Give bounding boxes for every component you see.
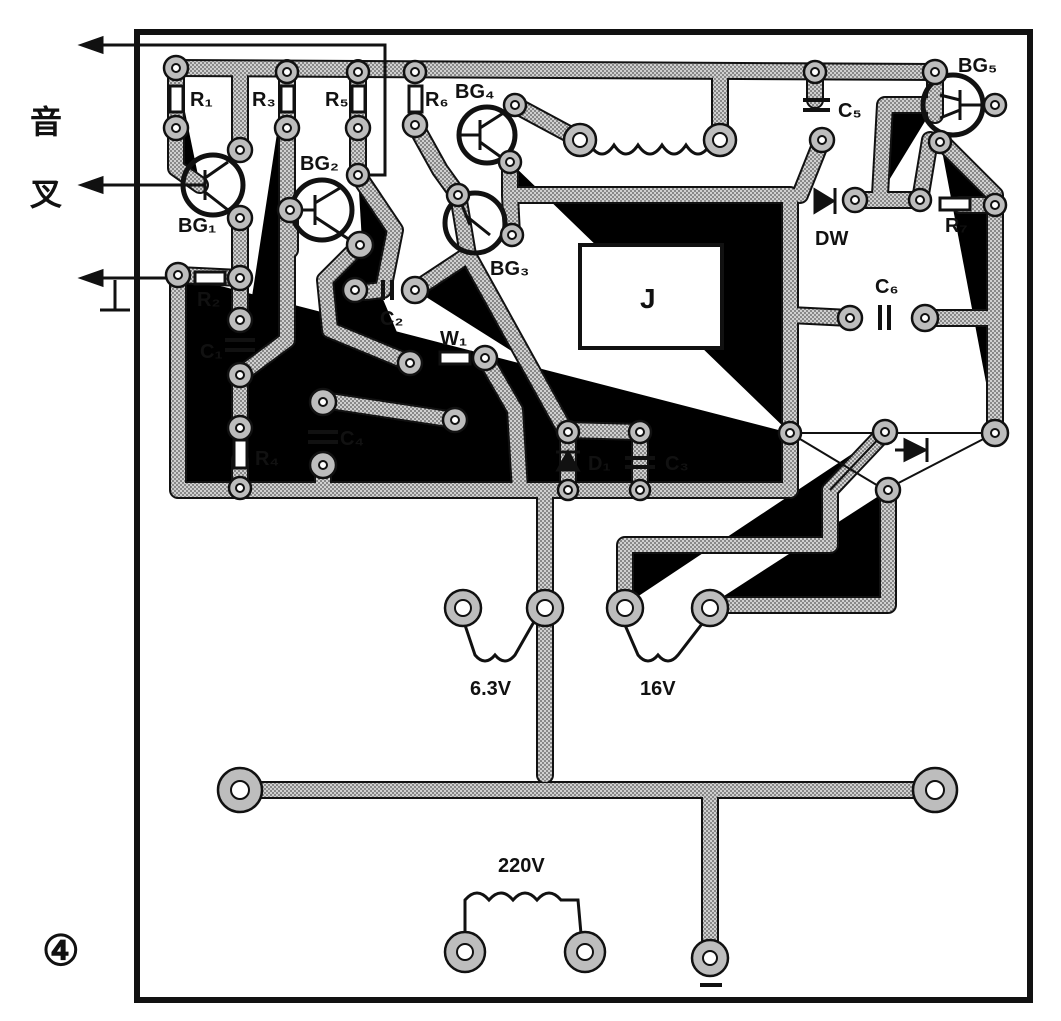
bg4-transistor (456, 104, 518, 166)
label-r5: R₅ (325, 89, 349, 111)
label-r6: R₆ (425, 89, 449, 111)
input-label-bottom: 叉 (29, 175, 62, 213)
label-c6: C₆ (875, 276, 899, 298)
coil-symbols (463, 142, 720, 946)
label-dw: DW (815, 228, 848, 250)
board-outline (134, 29, 1033, 1003)
figure-number: ④ (42, 927, 80, 974)
label-c4: C₄ (340, 428, 364, 450)
resistor-bodies (168, 84, 972, 470)
label-r3: R₃ (252, 89, 276, 111)
label-r4: R₄ (255, 448, 279, 470)
label-16v: 16V (640, 678, 676, 700)
bg3-transistor (442, 190, 508, 256)
label-bg2: BG₂ (300, 153, 339, 175)
label-220v: 220V (498, 855, 545, 877)
solder-pads (162, 54, 1010, 978)
relay-j-box (578, 243, 724, 350)
label-c5: C₅ (838, 100, 862, 122)
label-c3: C₃ (665, 453, 689, 475)
label-c1: C₁ (200, 341, 223, 363)
label-c2: C₂ (380, 308, 403, 330)
label-d1: D₁ (588, 453, 611, 475)
label-bg5: BG₅ (958, 55, 997, 77)
label-bg3: BG₃ (490, 258, 529, 280)
label-r2: R₂ (197, 289, 220, 311)
label-bg1: BG₁ (178, 215, 216, 237)
transistors (180, 72, 995, 256)
bg1-transistor (180, 152, 246, 218)
label-r1: R₁ (190, 89, 213, 111)
input-label-top: 音 (30, 103, 62, 141)
label-6-3v: 6.3V (470, 678, 512, 700)
input-wires (77, 35, 387, 312)
capacitor-symbols (225, 98, 891, 469)
label-w1: W₁ (440, 328, 467, 350)
label-relay-j: J (640, 283, 656, 314)
label-bg4: BG₄ (455, 81, 495, 103)
diode-symbols (555, 187, 929, 472)
label-r7: R₇ (945, 215, 967, 237)
